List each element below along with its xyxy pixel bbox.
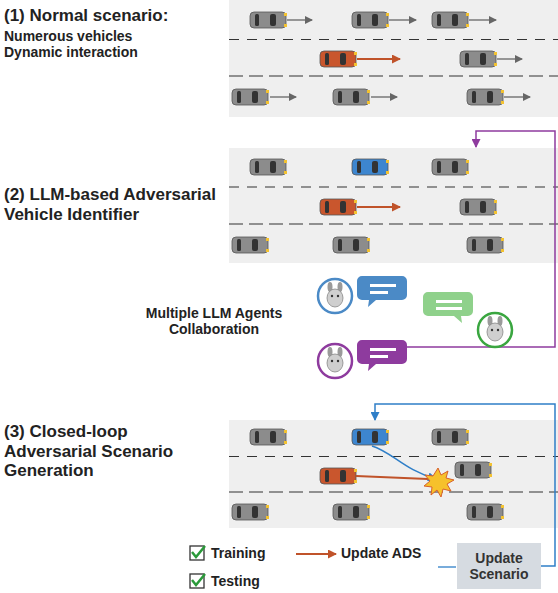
agent-link bbox=[392, 131, 555, 347]
update-line bbox=[438, 566, 456, 567]
llm-agents bbox=[318, 276, 512, 378]
update-arrow bbox=[296, 553, 336, 555]
car bbox=[460, 51, 497, 67]
car bbox=[467, 504, 504, 520]
car bbox=[333, 504, 370, 520]
car bbox=[333, 237, 370, 253]
lane-line bbox=[229, 39, 558, 40]
feedback-connector bbox=[375, 404, 555, 566]
motion-arrow bbox=[287, 19, 312, 20]
car bbox=[320, 468, 357, 484]
ego-path bbox=[356, 476, 428, 479]
note-label: Training bbox=[211, 545, 265, 561]
car bbox=[320, 51, 357, 67]
car bbox=[333, 89, 370, 105]
agent-icon bbox=[478, 313, 512, 347]
box-text: Update Scenario bbox=[464, 550, 534, 582]
car bbox=[232, 237, 269, 253]
note-label: Update ADS bbox=[341, 545, 421, 561]
process-box: Update Scenario bbox=[457, 543, 541, 589]
panel-heading: (3) Closed-loop Adversarial Scenario Gen… bbox=[4, 422, 216, 481]
car bbox=[432, 429, 469, 445]
motion-arrow bbox=[389, 19, 416, 20]
collision-burst bbox=[424, 468, 454, 497]
car bbox=[250, 12, 287, 28]
panel-heading: (2) LLM-based Adversarial Vehicle Identi… bbox=[4, 185, 216, 224]
car bbox=[250, 429, 287, 445]
car bbox=[320, 199, 357, 215]
car bbox=[352, 12, 389, 28]
car bbox=[460, 199, 497, 215]
car bbox=[352, 429, 389, 445]
car bbox=[232, 504, 269, 520]
lane-line bbox=[229, 491, 558, 492]
motion-arrow bbox=[371, 96, 397, 97]
lane-line bbox=[229, 186, 558, 187]
car bbox=[455, 462, 492, 478]
motion-arrow bbox=[504, 96, 530, 97]
motion-arrow bbox=[270, 96, 296, 97]
checkbox bbox=[190, 574, 205, 588]
car bbox=[432, 159, 469, 175]
car bbox=[352, 159, 389, 175]
car bbox=[467, 237, 504, 253]
car bbox=[432, 12, 469, 28]
checkbox bbox=[190, 546, 205, 560]
motion-arrow bbox=[357, 58, 400, 60]
motion-arrow bbox=[497, 58, 522, 59]
motion-arrow bbox=[469, 19, 496, 20]
panel-heading: (1) Normal scenario: bbox=[4, 6, 216, 26]
lane-line bbox=[229, 223, 558, 224]
agent-icon bbox=[318, 344, 352, 378]
cut-in-path bbox=[372, 446, 436, 479]
agent-icon bbox=[318, 279, 352, 313]
note-label: Testing bbox=[211, 573, 260, 589]
car bbox=[467, 89, 504, 105]
motion-arrow bbox=[357, 206, 400, 208]
panel-subtext: Numerous vehicles Dynamic interaction bbox=[4, 28, 164, 60]
car bbox=[232, 89, 269, 105]
car bbox=[250, 159, 287, 175]
note-label: Multiple LLM Agents Collaboration bbox=[124, 305, 304, 337]
lane-line bbox=[229, 75, 558, 76]
